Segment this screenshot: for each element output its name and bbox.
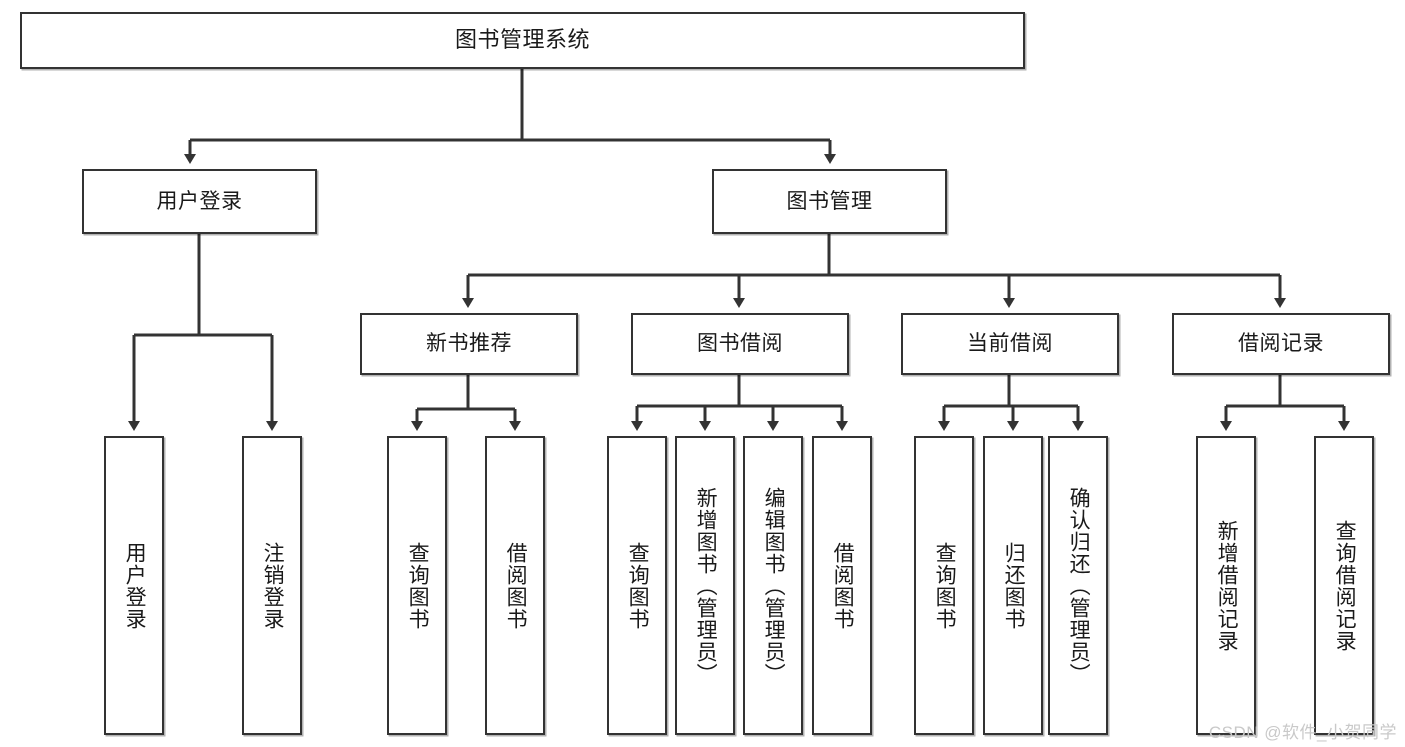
leaf-user-login-logout-label: 注销登录	[261, 541, 285, 630]
leaf-book-borrow-add-label: 新增图书（管理员）	[694, 486, 718, 685]
leaf-current-borrow-confirm-return-label: 确认归还（管理员）	[1067, 486, 1091, 685]
leaf-current-borrow-return[interactable]: 归还图书	[983, 436, 1043, 735]
node-book-borrow-label: 图书借阅	[697, 332, 783, 356]
leaf-new-book-query-label: 查询图书	[406, 541, 430, 630]
node-current-borrow-label: 当前借阅	[967, 332, 1053, 356]
leaf-borrow-record-add[interactable]: 新增借阅记录	[1196, 436, 1256, 735]
node-new-book-recommend-label: 新书推荐	[426, 332, 512, 356]
leaf-borrow-record-add-label: 新增借阅记录	[1215, 519, 1239, 652]
leaf-book-borrow-borrow[interactable]: 借阅图书	[812, 436, 872, 735]
leaf-book-borrow-edit[interactable]: 编辑图书（管理员）	[743, 436, 803, 735]
node-current-borrow[interactable]: 当前借阅	[901, 313, 1119, 375]
leaf-borrow-record-query-label: 查询借阅记录	[1333, 519, 1357, 652]
leaf-new-book-borrow-label: 借阅图书	[504, 541, 528, 630]
leaf-new-book-query[interactable]: 查询图书	[387, 436, 447, 735]
leaf-book-borrow-add[interactable]: 新增图书（管理员）	[675, 436, 735, 735]
leaf-user-login-login-label: 用户登录	[123, 541, 147, 630]
leaf-book-borrow-borrow-label: 借阅图书	[831, 541, 855, 630]
node-new-book-recommend[interactable]: 新书推荐	[360, 313, 578, 375]
leaf-user-login-logout[interactable]: 注销登录	[242, 436, 302, 735]
leaf-current-borrow-confirm-return[interactable]: 确认归还（管理员）	[1048, 436, 1108, 735]
node-user-login-label: 用户登录	[156, 189, 243, 213]
leaf-current-borrow-query[interactable]: 查询图书	[914, 436, 974, 735]
watermark-text: CSDN @软件_小贺同学	[1208, 723, 1397, 742]
node-book-management-label: 图书管理	[786, 189, 873, 213]
leaf-user-login-login[interactable]: 用户登录	[104, 436, 164, 735]
node-borrow-record[interactable]: 借阅记录	[1172, 313, 1390, 375]
node-book-borrow[interactable]: 图书借阅	[631, 313, 849, 375]
node-borrow-record-label: 借阅记录	[1238, 332, 1324, 356]
node-book-management[interactable]: 图书管理	[712, 169, 947, 234]
leaf-book-borrow-query-label: 查询图书	[626, 541, 650, 630]
node-user-login[interactable]: 用户登录	[82, 169, 317, 234]
node-root-library-system[interactable]: 图书管理系统	[20, 12, 1025, 69]
leaf-current-borrow-query-label: 查询图书	[933, 541, 957, 630]
leaf-current-borrow-return-label: 归还图书	[1002, 541, 1026, 630]
node-root-label: 图书管理系统	[454, 27, 590, 53]
leaf-book-borrow-edit-label: 编辑图书（管理员）	[762, 486, 786, 685]
leaf-borrow-record-query[interactable]: 查询借阅记录	[1314, 436, 1374, 735]
leaf-book-borrow-query[interactable]: 查询图书	[607, 436, 667, 735]
leaf-new-book-borrow[interactable]: 借阅图书	[485, 436, 545, 735]
